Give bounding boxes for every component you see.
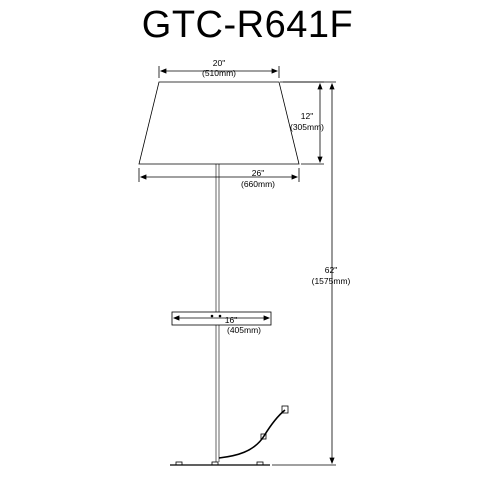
label-shade-top-mm: (510mm)	[202, 68, 236, 78]
label-shade-bottom-mm: (660mm)	[241, 179, 275, 189]
lamp-shade	[138, 81, 300, 165]
label-shade-height-in: 12"	[301, 111, 313, 121]
label-table-mm: (405mm)	[227, 325, 261, 335]
label-overall-height-mm: (1575mm)	[312, 276, 351, 286]
model-title: GTC-R641F	[141, 4, 354, 46]
table-tray	[171, 311, 272, 326]
label-overall-height-in: 62"	[325, 265, 337, 275]
label-shade-top-in: 20"	[213, 58, 225, 68]
label-shade-height-mm: (305mm)	[290, 122, 324, 132]
label-table-in: 16"	[225, 315, 237, 325]
label-shade-bottom-in: 26"	[252, 168, 264, 178]
power-cord	[218, 409, 286, 459]
